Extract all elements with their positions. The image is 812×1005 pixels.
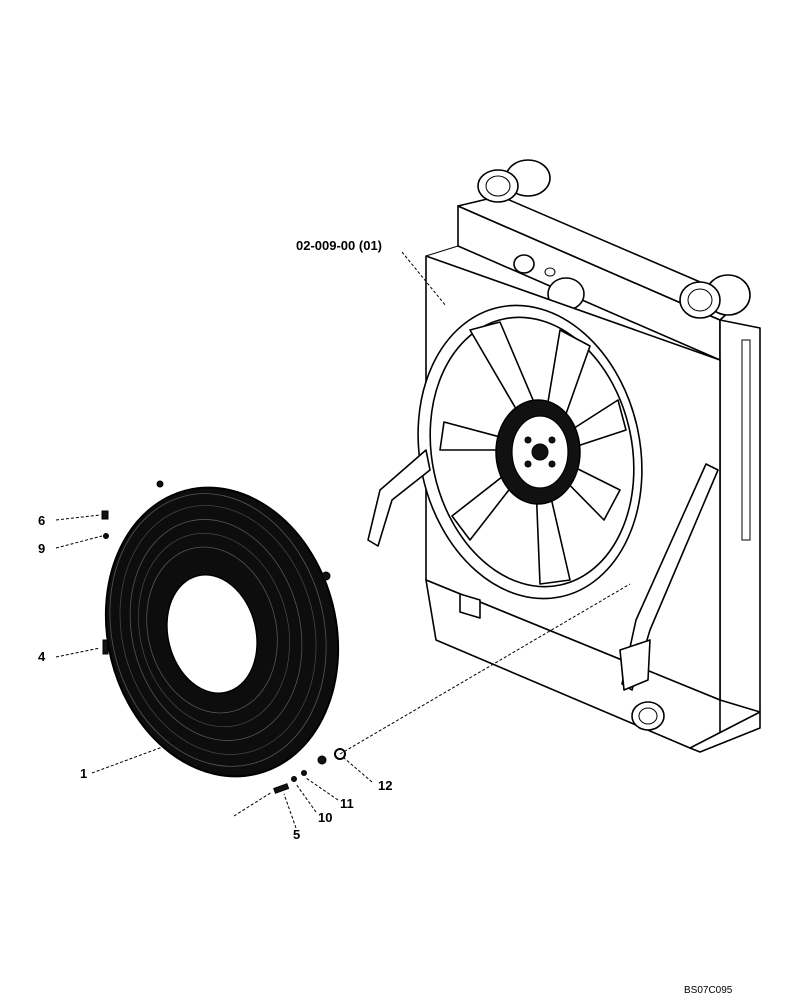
radiator-base <box>689 711 761 753</box>
left-mount-bracket <box>367 449 431 547</box>
fan-hub <box>495 399 581 505</box>
upper-inlet-pipe <box>477 159 551 203</box>
bolt-5 <box>273 783 290 794</box>
callout-1: 1 <box>80 766 87 781</box>
nut-11 <box>301 770 307 776</box>
washer-9 <box>103 533 109 539</box>
right-bracket-foot <box>619 639 651 691</box>
callout-12: 12 <box>378 778 392 793</box>
radiator-side-tank <box>719 319 761 713</box>
fan-guard <box>104 480 340 778</box>
lower-outlet-pipe <box>631 701 665 731</box>
callout-9: 9 <box>38 541 45 556</box>
washer-10 <box>291 776 297 782</box>
callout-10: 10 <box>318 810 332 825</box>
radiator-assembly <box>367 159 761 753</box>
hardware <box>101 510 346 794</box>
labels: 02-009-00 (01) 6 9 4 1 5 10 11 12 BS07C0… <box>38 238 733 996</box>
drawing-code: BS07C095 <box>684 985 733 996</box>
fan-guard-center-opening <box>166 574 258 694</box>
callout-5: 5 <box>293 827 300 842</box>
assembly-ref-label: 02-009-00 (01) <box>296 238 382 253</box>
leader-lines <box>55 251 631 829</box>
callout-6: 6 <box>38 513 45 528</box>
callout-4: 4 <box>38 649 46 664</box>
nut-6 <box>101 510 109 520</box>
bottom-bracket <box>459 593 481 619</box>
bolt-4 <box>102 639 109 655</box>
right-pipe <box>679 274 751 319</box>
callout-11: 11 <box>340 796 354 811</box>
side-slot <box>741 339 751 541</box>
right-mount-bracket <box>621 463 719 691</box>
